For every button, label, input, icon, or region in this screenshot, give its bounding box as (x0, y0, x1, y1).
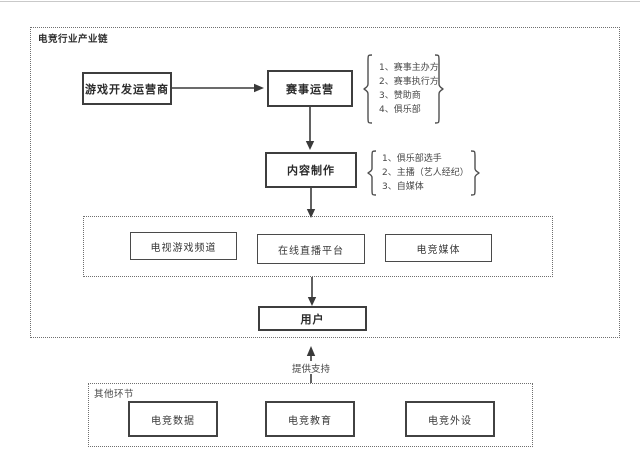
content-production-node: 内容制作 (265, 152, 357, 188)
list-item: 4、俱乐部 (379, 105, 421, 115)
live-streaming-platform-node: 在线直播平台 (257, 234, 365, 264)
other-links-label: 其他环节 (94, 389, 135, 400)
game-developer-node: 游戏开发运营商 (82, 72, 172, 105)
broadcast-channels-container (83, 216, 553, 277)
industry-chain-label: 电竞行业产业链 (38, 34, 109, 45)
top-border-line (0, 1, 640, 2)
esports-education-node: 电竞教育 (265, 401, 355, 437)
content-roles-list: 1、俱乐部选手 2、主播（艺人经纪） 3、自媒体 (382, 152, 469, 194)
user-node: 用户 (258, 306, 367, 331)
list-item: 3、赞助商 (379, 91, 421, 101)
esports-media-node: 电竞媒体 (385, 234, 492, 262)
list-item: 1、赛事主办方 (379, 63, 439, 73)
esports-data-node: 电竞数据 (128, 401, 218, 437)
list-item: 1、俱乐部选手 (382, 154, 442, 164)
support-label: 提供支持 (291, 364, 330, 375)
other-links-container (88, 383, 533, 447)
event-operation-node: 赛事运营 (267, 70, 353, 107)
list-item: 2、赛事执行方 (379, 77, 439, 87)
esports-peripherals-node: 电竞外设 (405, 401, 495, 437)
tv-game-channel-node: 电视游戏频道 (130, 232, 237, 260)
list-item: 2、主播（艺人经纪） (382, 168, 469, 178)
event-ops-roles-list: 1、赛事主办方 2、赛事执行方 3、赞助商 4、俱乐部 (379, 61, 439, 117)
list-item: 3、自媒体 (382, 182, 424, 192)
industry-chain-container (30, 27, 620, 338)
